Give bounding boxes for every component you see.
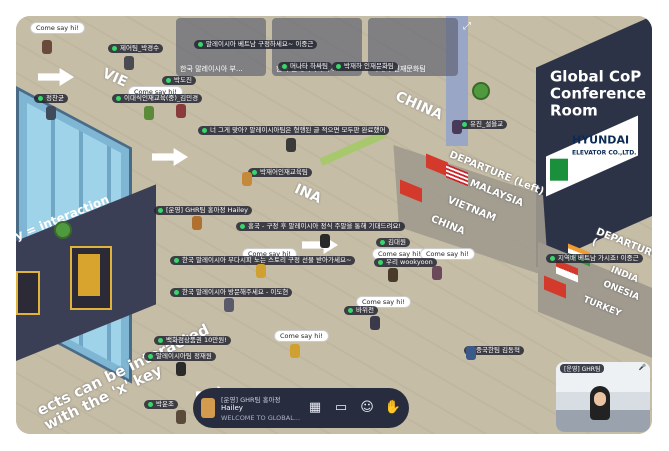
avatar[interactable] xyxy=(46,106,56,120)
avatar-nametag: 박재어인재교육팀 xyxy=(248,168,312,177)
avatar-nametag: 너 그게 맞아? 말레이시아팀은 형행된 글 적으면 모두판 완료했어 xyxy=(198,126,390,135)
toolbar-name: Hailey xyxy=(221,404,243,412)
screen-share-icon[interactable]: ▭ xyxy=(334,400,348,415)
avatar[interactable] xyxy=(144,106,154,120)
game-viewport[interactable]: key = interaction ects can be interacted… xyxy=(16,16,652,434)
avatar[interactable] xyxy=(42,40,52,54)
avatar-nametag: 우리 wookyoon xyxy=(374,258,437,267)
avatar[interactable] xyxy=(176,362,186,376)
plant-icon xyxy=(472,82,490,100)
camera-face xyxy=(594,392,606,406)
avatar-nametag: 한국 말레이시아 부다시피 노는 스토리 구정 선물 받아가세요~ xyxy=(170,256,356,265)
avatar[interactable] xyxy=(370,316,380,330)
avatar-nametag: 이대식인재교육(중)_김민경 xyxy=(112,94,203,103)
avatar-bubble: Come say hi! xyxy=(274,330,329,342)
avatar-nametag: 바위전 xyxy=(344,306,378,315)
avatar-nametag: 김대원 xyxy=(376,238,410,247)
avatar-nametag: 제어팀_박경수 xyxy=(108,44,164,53)
avatar[interactable] xyxy=(242,172,252,186)
avatar-nametag: 홍국 - 구정 후 말레이시아 정식 주말을 통해 기대드려요! xyxy=(236,222,406,231)
avatar[interactable] xyxy=(224,298,234,312)
map-icon[interactable]: ▦ xyxy=(308,400,322,415)
avatar-nametag: 박도진 xyxy=(162,76,196,85)
conference-room-title: Global CoP Conference Room xyxy=(550,67,647,120)
avatar[interactable] xyxy=(201,398,215,418)
avatar[interactable] xyxy=(320,234,330,248)
avatar-bubble: Come say hi! xyxy=(420,248,475,260)
mic-icon[interactable]: 🎤 xyxy=(638,364,646,371)
avatar[interactable] xyxy=(124,56,134,70)
avatar-nametag: 백화점상품권 10만원! xyxy=(154,336,231,345)
avatar-bubble: Come say hi! xyxy=(356,296,411,308)
avatar-nametag: 박재하 인재문화팀 xyxy=(332,62,398,71)
info-kiosk[interactable] xyxy=(70,246,112,310)
avatar-nametag: 말레이시아 베트남 구정하세요~ 이중근 xyxy=(194,40,318,49)
plant-icon xyxy=(54,221,72,239)
avatar[interactable] xyxy=(176,410,186,424)
avatar[interactable] xyxy=(176,104,186,118)
avatar[interactable] xyxy=(256,264,266,278)
avatar-nametag: 머나타 하싸팀 xyxy=(278,62,332,71)
self-video[interactable]: [운영] GHR팀 🎤 xyxy=(556,362,650,432)
expand-icon[interactable]: ⤢ xyxy=(463,21,471,32)
toolbar-status[interactable]: WELCOME TO GLOBAL... xyxy=(221,414,301,422)
avatar[interactable] xyxy=(192,216,202,230)
emoji-icon[interactable]: ☺ xyxy=(360,400,374,415)
avatar-nametag: 지역배 베트남 가시죠! 이중근 xyxy=(546,254,643,263)
avatar[interactable] xyxy=(466,346,476,360)
company-sub: ELEVATOR CO.,LTD. xyxy=(572,149,637,157)
wave-icon[interactable]: ✋ xyxy=(384,400,402,415)
avatar-nametag: 말레이시아팀 정재원 xyxy=(144,352,216,361)
info-kiosk-2[interactable] xyxy=(16,271,40,315)
avatar[interactable] xyxy=(452,120,462,134)
self-video-label: [운영] GHR팀 xyxy=(560,364,605,373)
avatar-nametag: 정찬균 xyxy=(34,94,68,103)
avatar-nametag: [운영] GHR팀 홍아정 Hailey xyxy=(154,206,252,215)
avatar-nametag: 박운조 xyxy=(144,400,178,409)
avatar-nametag: 중국한팀 김동혁 xyxy=(464,346,524,355)
player-toolbar: [운영] GHR팀 홍아정 Hailey WELCOME TO GLOBAL..… xyxy=(193,388,409,428)
avatar-bubble: Come say hi! xyxy=(30,22,85,34)
avatar-nametag: 유진_설을교 xyxy=(458,120,508,129)
avatar[interactable] xyxy=(290,344,300,358)
company-name: HYUNDAI xyxy=(572,133,630,147)
avatar-nametag: 한국 말레이시아 방문해주세요 - 이도현 xyxy=(170,288,293,297)
hyundai-logo-icon xyxy=(550,158,568,181)
avatar[interactable] xyxy=(388,268,398,282)
avatar[interactable] xyxy=(286,138,296,152)
avatar[interactable] xyxy=(432,266,442,280)
toolbar-role: [운영] GHR팀 홍아정 xyxy=(221,396,281,404)
